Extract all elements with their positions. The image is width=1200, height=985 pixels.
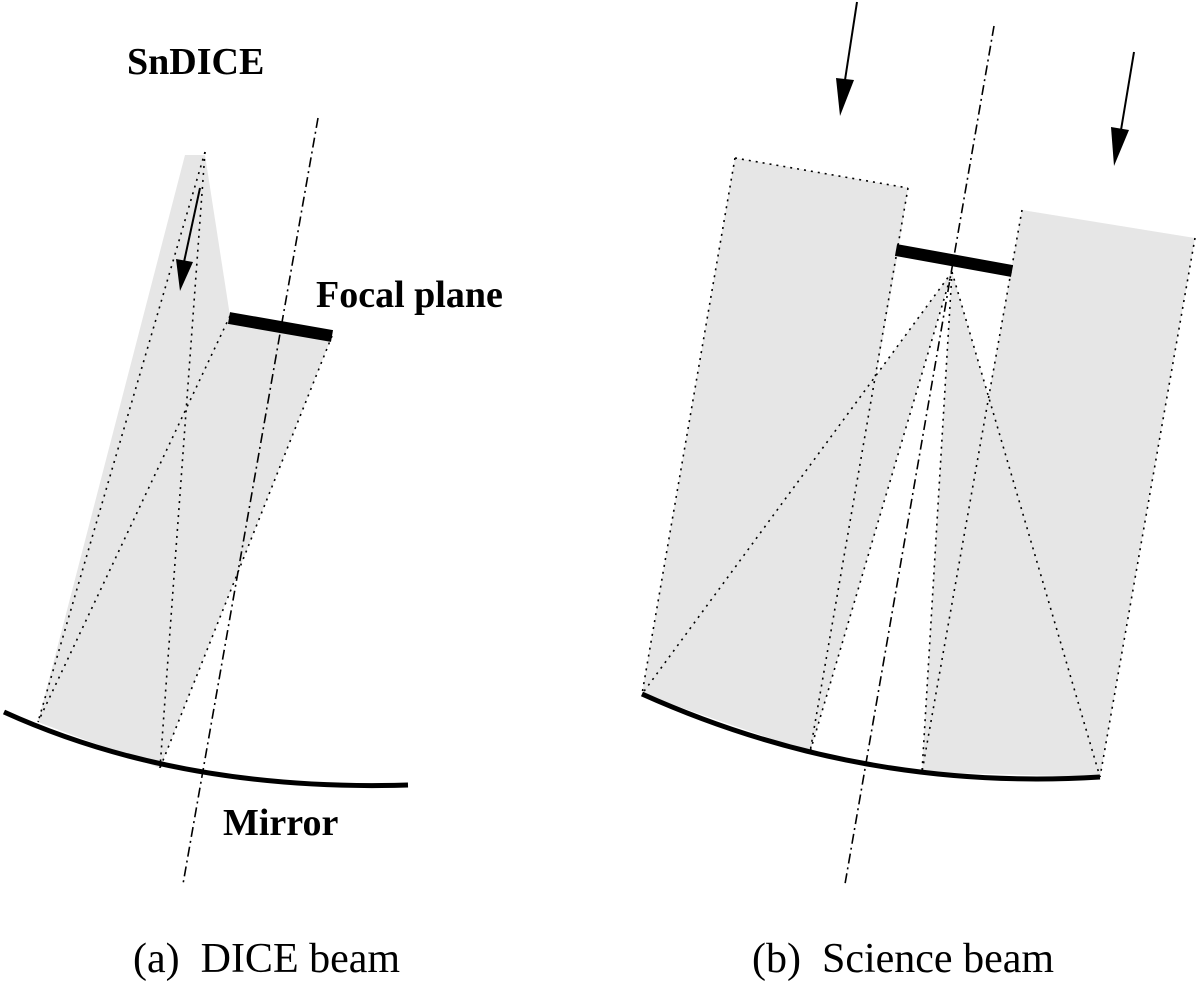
- dice-light-arrow-shaft: [183, 187, 201, 263]
- science-focal-plane: [894, 244, 1014, 277]
- mirror-label: Mirror: [223, 802, 338, 844]
- science-beam-edge: [809, 187, 909, 753]
- dice-beam-edge: [37, 151, 206, 723]
- science-light-arrow-left-shaft: [844, 1, 858, 81]
- science-light-arrow-right-head: [1111, 127, 1129, 166]
- dice-focal-plane: [227, 312, 334, 342]
- science-beam-edge: [734, 157, 909, 189]
- dice-beam-edge: [159, 335, 333, 769]
- dice-beam-edge: [37, 315, 231, 723]
- dice-beam-edge: [159, 151, 206, 769]
- science-mirror: [640, 691, 1101, 782]
- panel-science-beam: (b) Science beam: [640, 1, 1196, 982]
- panel-dice-beam: SnDICE Focal plane Mirror (a) DICE beam: [2, 41, 503, 982]
- dice-mirror: [2, 709, 409, 789]
- sndice-label: SnDICE: [127, 41, 264, 83]
- science-beam-center-fill-2: [922, 272, 1100, 777]
- science-beam-edge: [1099, 237, 1196, 778]
- dice-optical-axis: [182, 117, 319, 885]
- dice-beam-fill-2: [38, 155, 332, 768]
- caption-a: (a) DICE beam: [133, 936, 400, 982]
- focal-plane-label: Focal plane: [316, 274, 503, 316]
- science-light-arrow-right-shaft: [1120, 51, 1135, 131]
- science-optical-axis: [844, 25, 995, 885]
- science-light-arrow-left-head: [836, 78, 854, 116]
- caption-b: (b) Science beam: [752, 936, 1054, 982]
- science-beam-center-fill: [642, 272, 952, 752]
- dice-light-arrow-head: [176, 259, 193, 291]
